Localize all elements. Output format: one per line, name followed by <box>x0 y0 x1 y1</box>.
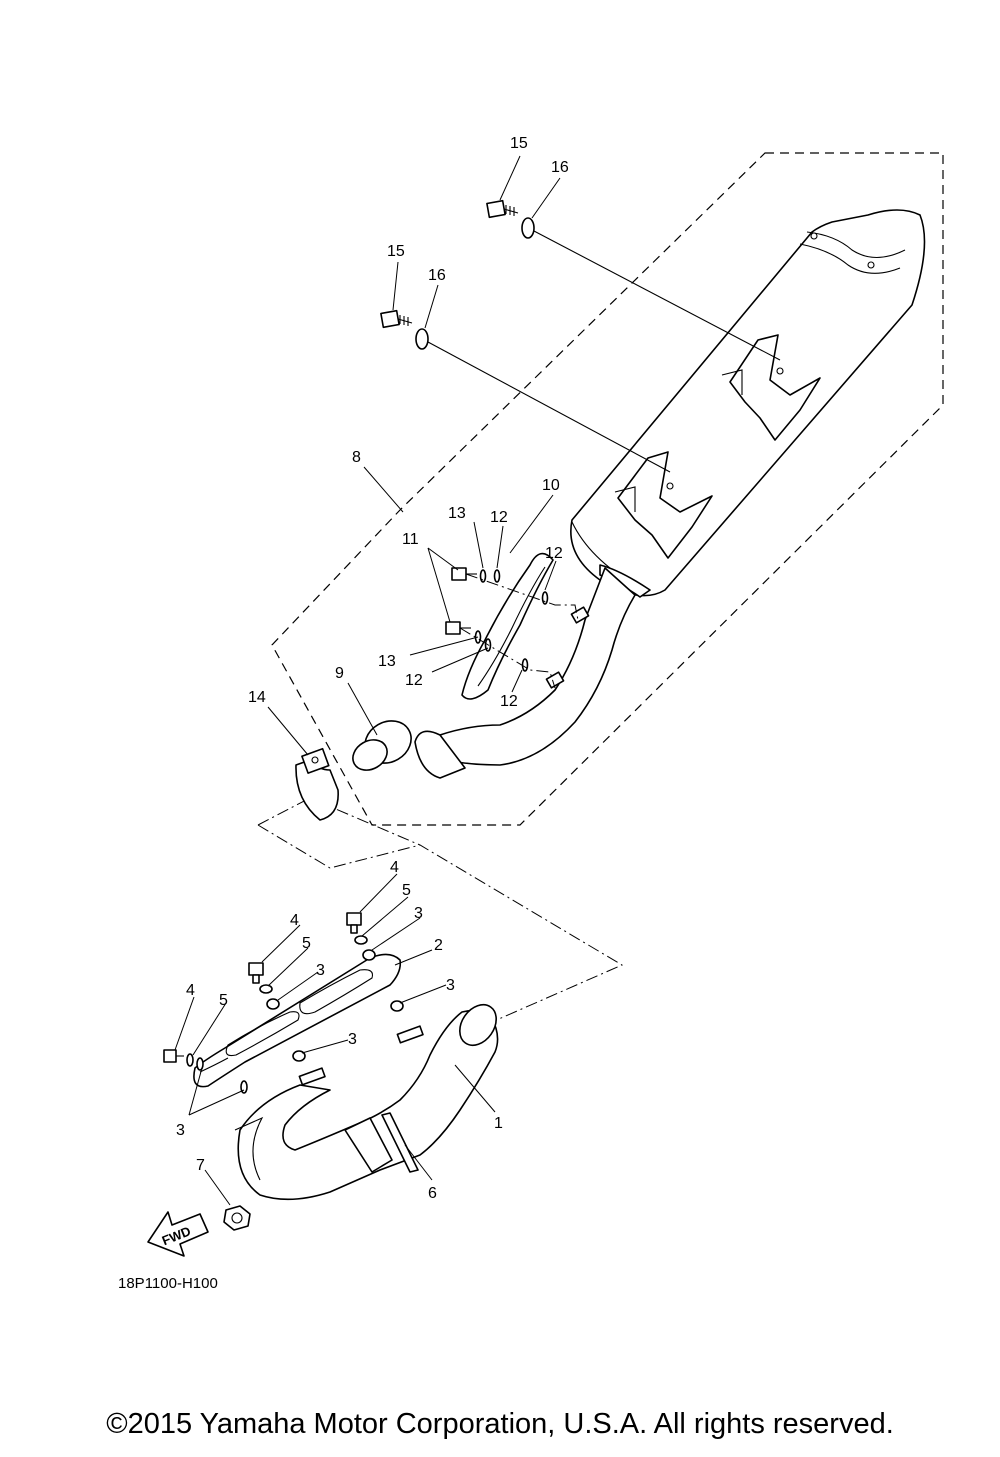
callout-12-c: 12 <box>405 672 423 689</box>
exhaust-header-pipe <box>234 1003 499 1201</box>
silencer-assembly-outline <box>271 152 944 826</box>
callout-5-a: 5 <box>402 882 411 899</box>
nut-7 <box>223 1205 251 1231</box>
callout-3-a: 3 <box>414 905 423 922</box>
callout-13-upper: 13 <box>448 505 466 522</box>
clamp-14 <box>295 747 339 821</box>
callout-4-c: 4 <box>186 982 195 999</box>
callout-5-c: 5 <box>219 992 228 1009</box>
fwd-arrow-icon: FWD <box>147 1211 209 1257</box>
gasket-6 <box>381 1112 419 1173</box>
bolt-4-b <box>248 962 264 984</box>
exhaust-pipe <box>414 567 636 779</box>
bolt-11-upper <box>451 567 477 581</box>
callout-14: 14 <box>248 689 266 706</box>
washers-5 <box>186 935 368 1067</box>
callout-4-b: 4 <box>290 912 299 929</box>
callout-2: 2 <box>434 937 443 954</box>
washers-3 <box>196 949 404 1094</box>
callout-16-lower: 16 <box>428 267 446 284</box>
callout-1: 1 <box>494 1115 503 1132</box>
washer-16-upper <box>521 217 535 239</box>
bolt-4-c <box>163 1049 184 1063</box>
callout-10: 10 <box>542 477 560 494</box>
bolt-11-lower <box>445 621 471 635</box>
callout-8: 8 <box>352 449 361 466</box>
callout-4-a: 4 <box>390 859 399 876</box>
callout-3-b: 3 <box>316 962 325 979</box>
copyright-notice: ©2015 Yamaha Motor Corporation, U.S.A. A… <box>106 1408 894 1440</box>
header-connection-outline <box>257 797 624 1023</box>
leader-lines <box>174 155 561 1206</box>
callout-3-e: 3 <box>176 1122 185 1139</box>
callout-13-lower: 13 <box>378 653 396 670</box>
diagram-code: 18P1100-H100 <box>118 1275 218 1292</box>
heat-protector-10 <box>461 552 554 700</box>
callout-11: 11 <box>402 531 419 548</box>
heat-protector-2 <box>193 953 402 1088</box>
callout-5-b: 5 <box>302 935 311 952</box>
silencer-bracket-rear <box>721 334 821 441</box>
bolt-15-lower <box>380 309 413 329</box>
bolt-4-a <box>346 912 362 934</box>
callout-12-d: 12 <box>500 693 518 710</box>
callout-12-a: 12 <box>490 509 508 526</box>
callout-15-upper: 15 <box>510 135 528 152</box>
callout-3-c: 3 <box>446 977 455 994</box>
callout-6: 6 <box>428 1185 437 1202</box>
callout-9: 9 <box>335 665 344 682</box>
washer-16-lower <box>415 328 429 350</box>
gasket-9 <box>352 720 412 771</box>
callout-numbers: 15 16 15 16 8 10 13 12 11 12 13 12 9 12 … <box>176 135 569 1202</box>
callout-15-lower: 15 <box>387 243 405 260</box>
bolt-15-upper <box>486 199 519 219</box>
callout-12-b: 12 <box>545 545 563 562</box>
callout-16-upper: 16 <box>551 159 569 176</box>
callout-7: 7 <box>196 1157 205 1174</box>
silencer-bracket-front <box>614 451 713 559</box>
callout-3-d: 3 <box>348 1031 357 1048</box>
